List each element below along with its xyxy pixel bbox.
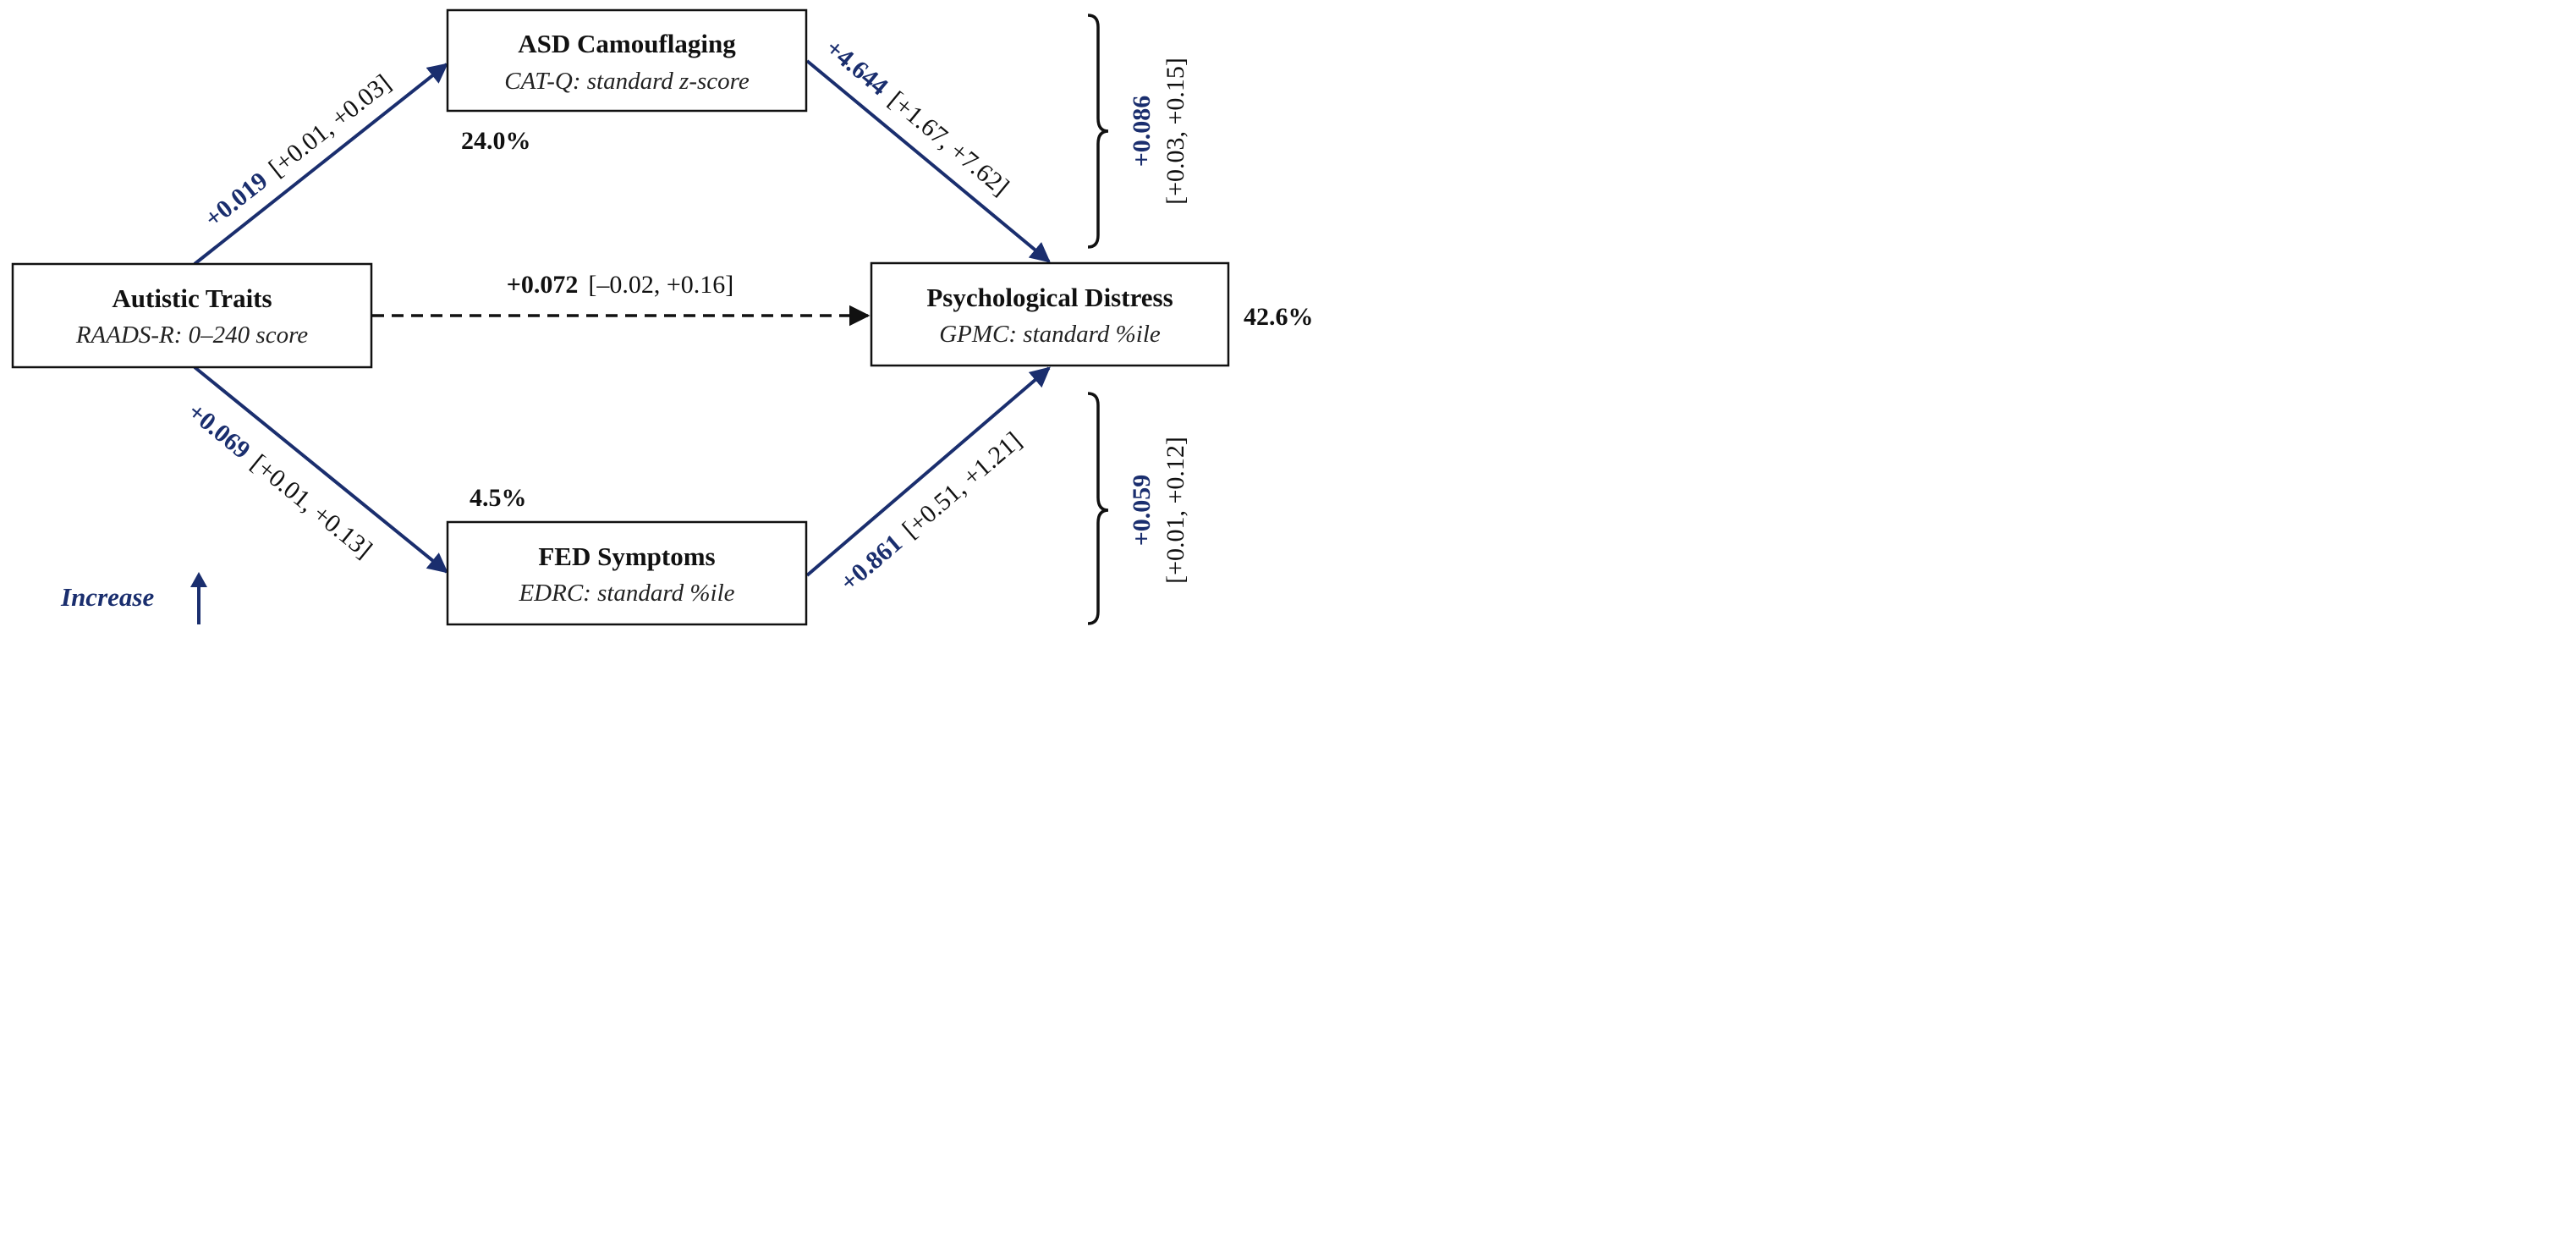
node-distress-box: [870, 261, 1230, 367]
path-a2-ci: [+0.01, +0.13]: [245, 449, 377, 564]
indirect-upper-ci: [+0.03, +0.15]: [1162, 58, 1189, 205]
path-a2-label: +0.069 [+0.01, +0.13]: [183, 398, 377, 564]
path-direct-ci: [–0.02, +0.16]: [588, 271, 733, 299]
path-a1-coef: +0.019: [200, 167, 273, 233]
path-a1-label: +0.019 [+0.01, +0.03]: [200, 69, 396, 234]
path-b2-arrow: [805, 366, 1051, 577]
asd-variance-explained: 24.0%: [461, 127, 531, 155]
node-autistic-box: [11, 262, 373, 369]
node-psychological-distress: Psychological Distress GPMC: standard %i…: [870, 261, 1230, 367]
indirect-upper-coef: +0.086: [1128, 96, 1156, 168]
up-arrow-icon: [190, 572, 207, 624]
path-b2-coef: +0.861: [835, 529, 908, 597]
path-a1-arrow: [193, 63, 448, 266]
node-asd-title: ASD Camouflaging: [518, 29, 736, 58]
path-b1-arrow: [805, 59, 1051, 263]
node-autistic-traits: Autistic Traits RAADS-R: 0–240 score: [11, 262, 373, 369]
path-b1-ci: [+1.67, +7.62]: [883, 86, 1014, 201]
path-b2-label: +0.861 [+0.51, +1.21]: [835, 426, 1027, 597]
fed-variance-explained: 4.5%: [470, 484, 527, 512]
legend-increase-label: Increase: [60, 582, 154, 612]
indirect-lower-ci: [+0.01, +0.12]: [1162, 437, 1189, 584]
node-fed-subtitle: EDRC: standard %ile: [518, 580, 734, 607]
node-autistic-subtitle: RAADS-R: 0–240 score: [75, 322, 308, 349]
path-direct-label: +0.072 [–0.02, +0.16]: [507, 271, 734, 299]
node-asd-camouflaging: ASD Camouflaging CAT-Q: standard z-score: [446, 8, 808, 113]
mediation-diagram: ASD Camouflaging CAT-Q: standard z-score…: [11, 8, 1314, 626]
path-a2-arrow: [193, 366, 448, 574]
node-distress-title: Psychological Distress: [926, 283, 1173, 312]
node-asd-box: [446, 8, 808, 113]
node-fed-title: FED Symptoms: [538, 542, 715, 571]
node-distress-subtitle: GPMC: standard %ile: [939, 321, 1161, 348]
path-b1-coef: +4.644: [821, 34, 893, 101]
node-fed-box: [446, 520, 808, 626]
node-asd-subtitle: CAT-Q: standard z-score: [504, 68, 750, 95]
distress-variance-explained: 42.6%: [1244, 303, 1314, 331]
indirect-lower-brace: [1087, 392, 1109, 625]
node-autistic-title: Autistic Traits: [112, 283, 272, 313]
path-a1-ci: [+0.01, +0.03]: [264, 69, 397, 183]
path-b1-label: +4.644 [+1.67, +7.62]: [821, 34, 1014, 201]
path-direct-coef: +0.072: [507, 271, 579, 299]
indirect-upper-brace: [1087, 14, 1109, 249]
indirect-lower-coef: +0.059: [1128, 475, 1156, 547]
node-fed-symptoms: FED Symptoms EDRC: standard %ile: [446, 520, 808, 626]
